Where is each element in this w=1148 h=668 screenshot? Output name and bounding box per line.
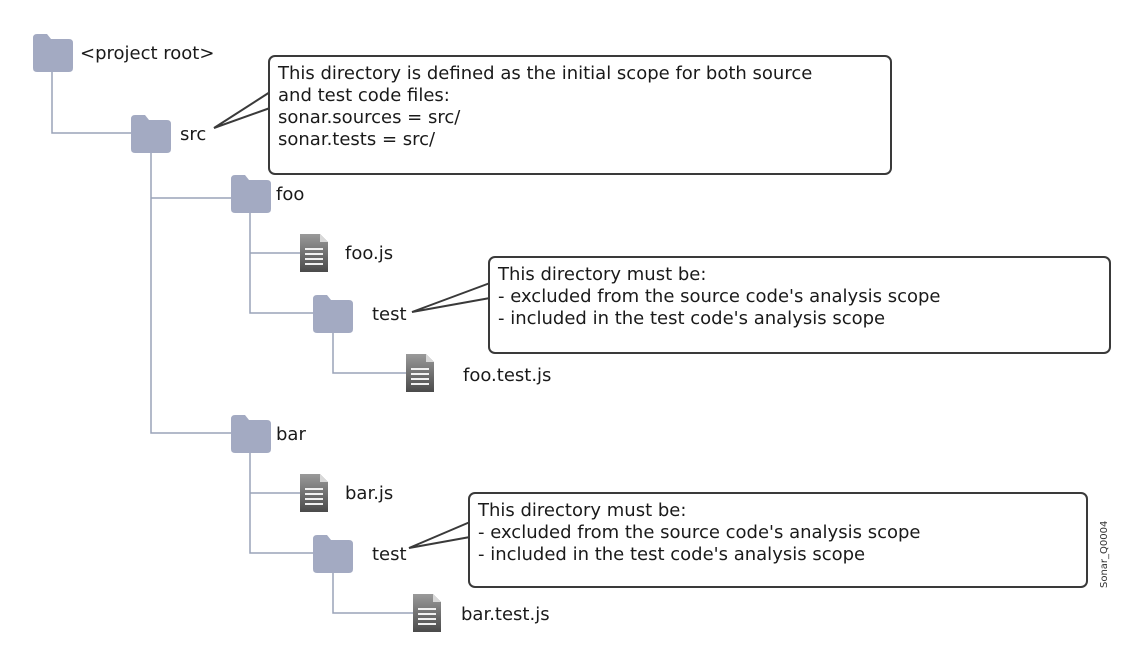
- watermark-label: Sonar_Q0004: [1099, 520, 1110, 588]
- callout-bar-test-scope: This directory must be: - excluded from …: [468, 492, 1088, 588]
- callout-line: - excluded from the source code's analys…: [498, 286, 941, 307]
- node-foo-js: foo.js: [345, 243, 394, 264]
- callout-line: - included in the test code's analysis s…: [478, 544, 866, 565]
- callout-line: sonar.tests = src/: [278, 129, 436, 150]
- callout-line: This directory is defined as the initial…: [278, 63, 813, 84]
- node-bar-js: bar.js: [345, 483, 394, 504]
- node-bar-test-js: bar.test.js: [461, 604, 550, 625]
- callout-pointers: [213, 91, 491, 549]
- callout-line: - included in the test code's analysis s…: [498, 308, 886, 329]
- callout-foo-test-scope: This directory must be: - excluded from …: [488, 256, 1111, 354]
- file-icon: [300, 474, 328, 512]
- node-bar: bar: [276, 424, 306, 445]
- node-foo: foo: [276, 184, 305, 205]
- file-icon: [406, 354, 434, 392]
- folder-icon: [33, 34, 73, 72]
- file-icon: [413, 594, 441, 632]
- folder-icon: [313, 535, 353, 573]
- callout-line: This directory must be:: [498, 264, 707, 285]
- folder-icon: [313, 295, 353, 333]
- node-foo-test: test: [372, 304, 407, 325]
- callout-src-scope: This directory is defined as the initial…: [268, 55, 892, 175]
- file-icon: [300, 234, 328, 272]
- callout-line: and test code files:: [278, 85, 450, 106]
- callout-line: sonar.sources = src/: [278, 107, 461, 128]
- folder-icon: [231, 175, 271, 213]
- callout-line: - excluded from the source code's analys…: [478, 522, 921, 543]
- tree-connectors: [51, 72, 413, 614]
- node-bar-test: test: [372, 544, 407, 565]
- node-src: src: [180, 124, 207, 145]
- callout-line: This directory must be:: [478, 500, 687, 521]
- folder-icon: [231, 415, 271, 453]
- node-foo-test-js: foo.test.js: [463, 365, 552, 386]
- folder-icon: [131, 115, 171, 153]
- node-project-root: <project root>: [80, 43, 215, 64]
